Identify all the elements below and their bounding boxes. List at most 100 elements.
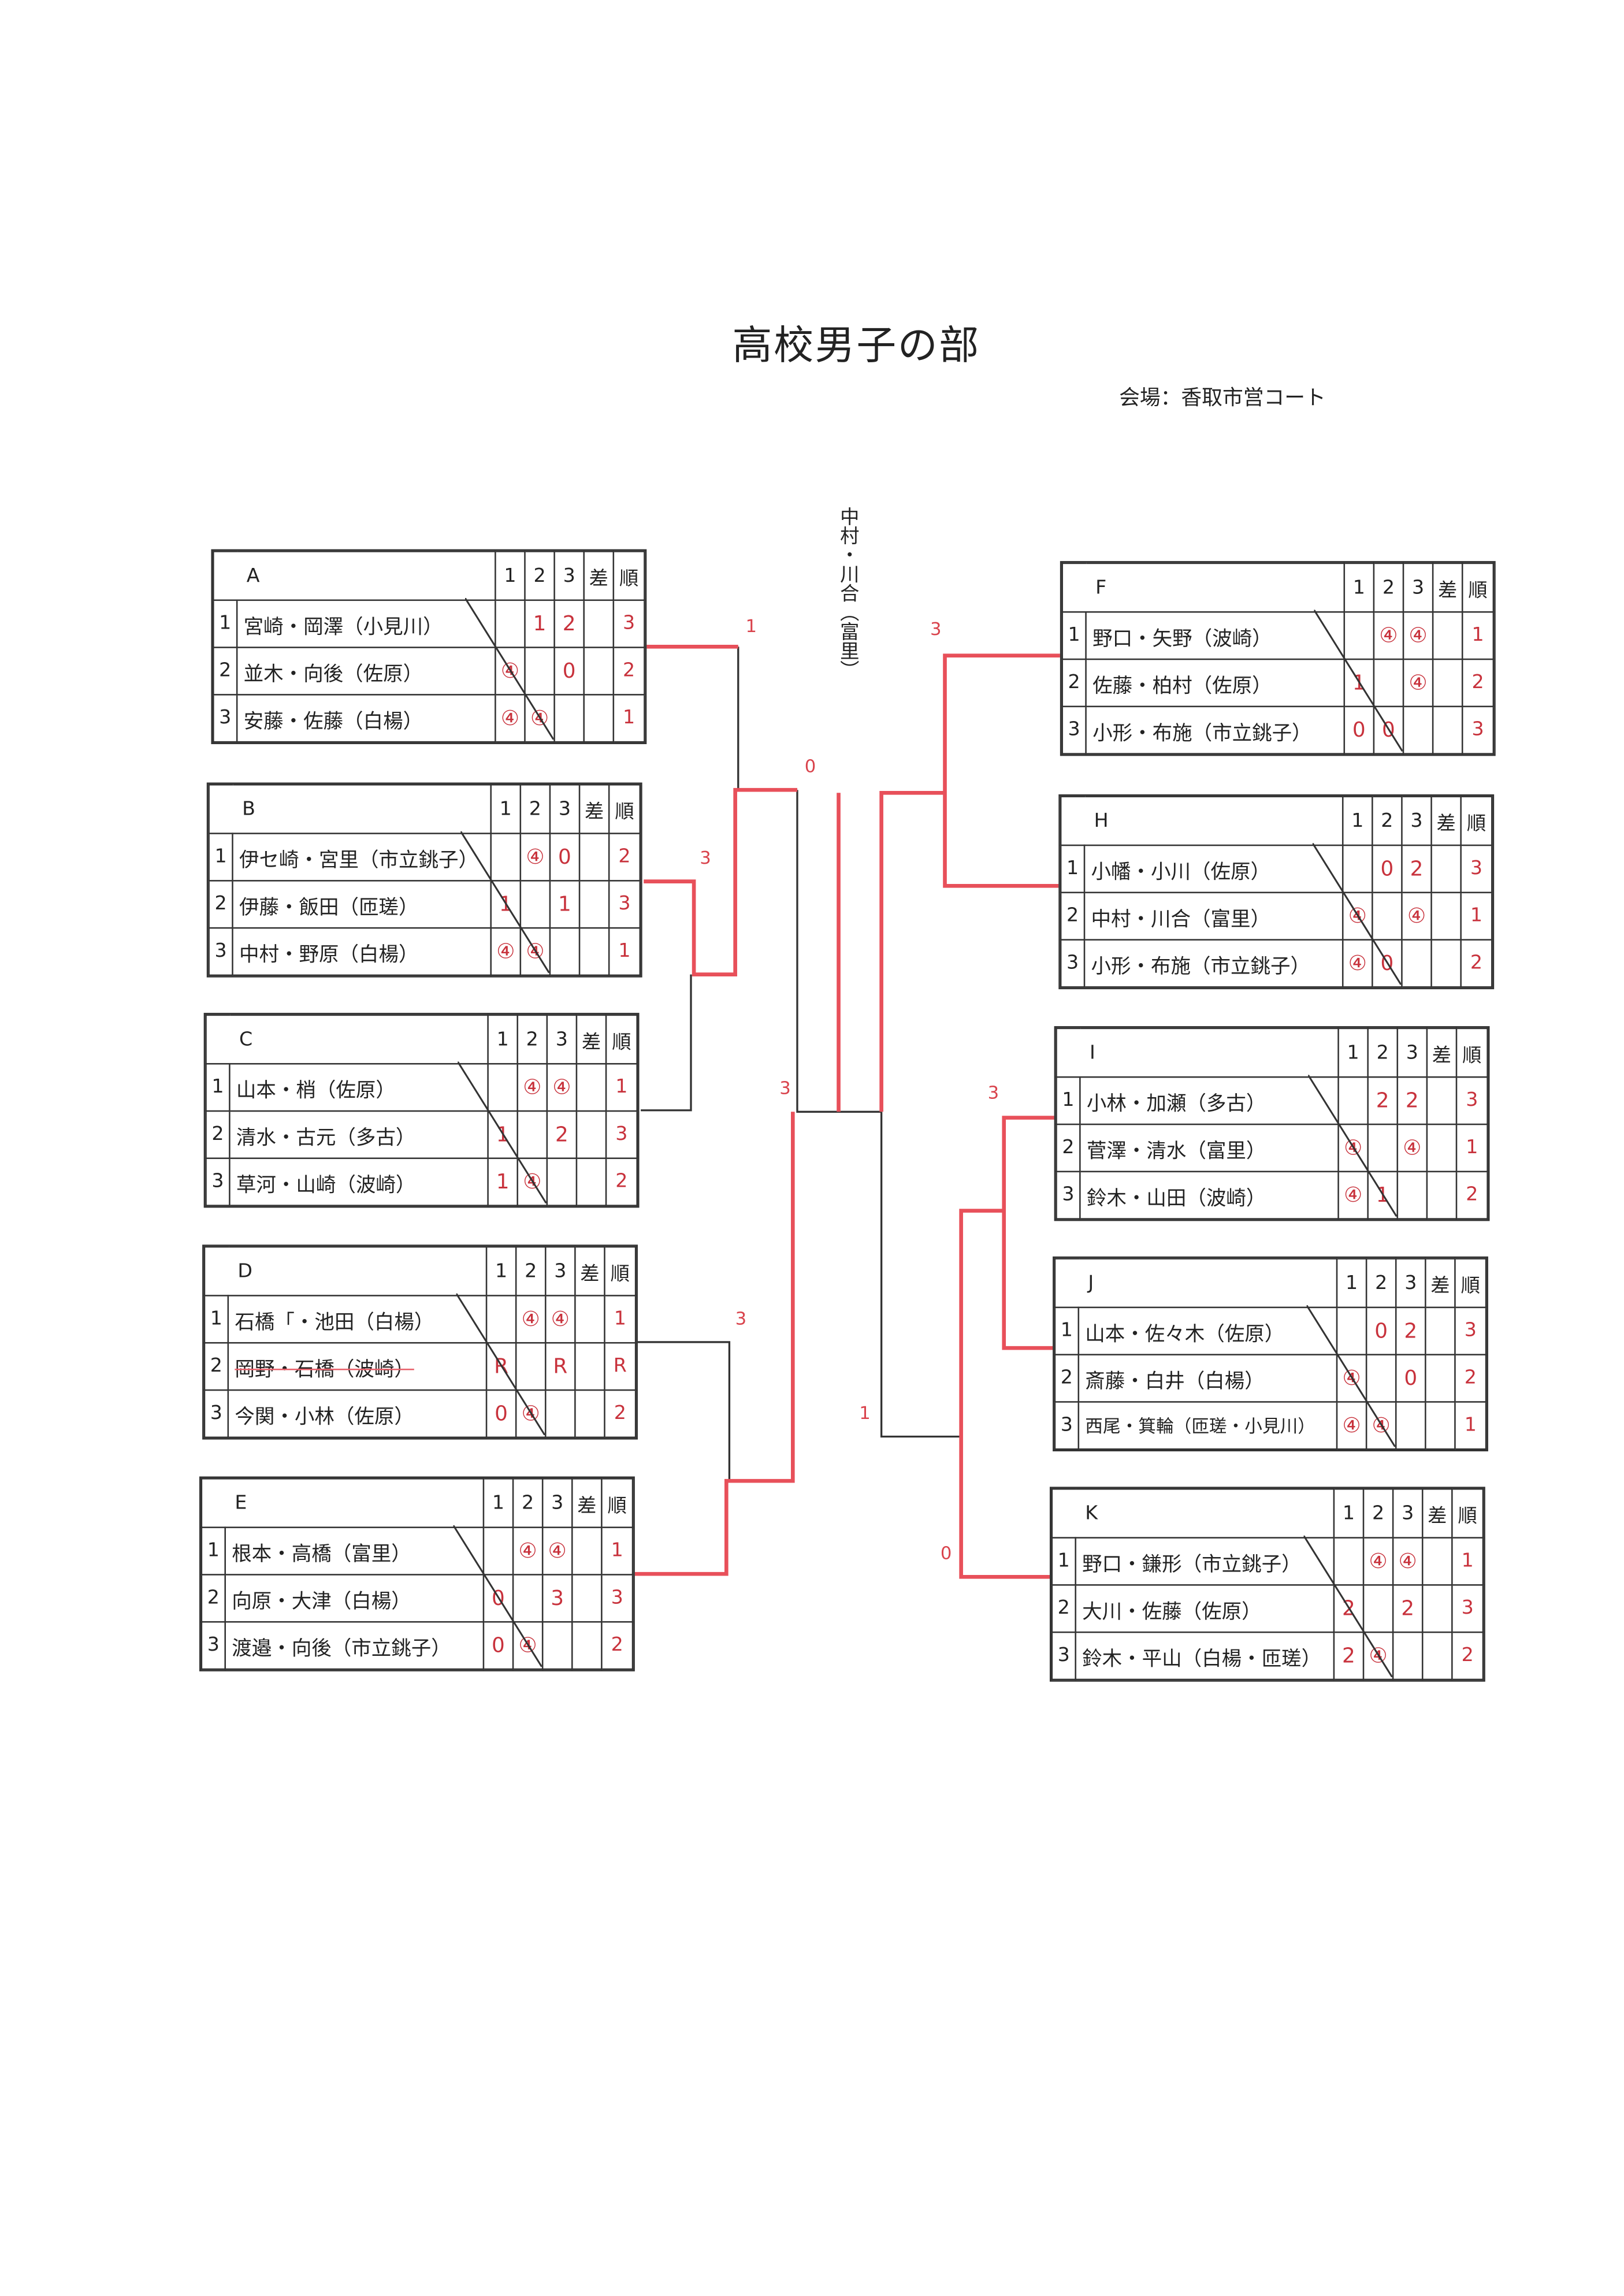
group-label: D	[203, 1246, 488, 1296]
match-score: 1	[487, 1157, 518, 1206]
team-number: 1	[200, 1526, 226, 1576]
column-header: 差	[578, 783, 610, 834]
match-score	[482, 1526, 514, 1576]
bracket-score: 3	[987, 1082, 999, 1103]
point-diff	[1421, 1631, 1453, 1681]
team-name: 小林・加瀬（多古）	[1086, 1091, 1266, 1116]
team-rank: 1	[1451, 1537, 1484, 1586]
column-header: 2	[1362, 1488, 1394, 1539]
column-header: 1	[1336, 1258, 1367, 1309]
column-header: 1	[1337, 1027, 1369, 1078]
team-rank: R	[604, 1342, 637, 1391]
match-score	[1336, 1306, 1367, 1355]
team-number: 2	[1061, 658, 1087, 708]
match-score: ④	[1365, 1401, 1397, 1450]
match-score: 0	[1373, 705, 1404, 755]
match-score	[519, 880, 551, 929]
match-score	[1396, 1171, 1428, 1220]
team-number: 2	[212, 647, 238, 696]
bracket-line	[641, 974, 692, 1112]
match-score: 2	[1367, 1076, 1399, 1125]
column-header: 順	[601, 1478, 634, 1528]
point-diff	[575, 1110, 607, 1160]
team-rank: 3	[605, 1110, 638, 1160]
team-rank: 1	[1460, 891, 1493, 941]
group-label: J	[1054, 1258, 1338, 1309]
team-name: 野口・鎌形（市立銚子）	[1082, 1552, 1302, 1576]
column-header: 順	[1460, 796, 1493, 846]
column-header: 差	[571, 1478, 603, 1528]
bracket-win-line	[943, 653, 1060, 888]
team-name: 今関・小林（佐原）	[235, 1405, 414, 1429]
bracket-win-line	[644, 787, 797, 976]
team-rank: 1	[1461, 611, 1495, 660]
point-diff	[575, 1062, 607, 1112]
bracket-line	[880, 1112, 961, 1438]
match-score	[512, 1574, 544, 1623]
page-title: 高校男子の部	[732, 323, 980, 369]
bracket-score: 3	[779, 1078, 791, 1099]
point-diff	[583, 694, 615, 743]
column-header: 2	[515, 1246, 547, 1296]
column-header: 1	[1343, 562, 1375, 613]
team-name: 山本・梢（佐原）	[236, 1078, 396, 1102]
match-score	[1402, 705, 1434, 755]
bracket-win-line	[634, 1112, 795, 1576]
point-diff	[1425, 1401, 1456, 1450]
team-name: 向原・大津（白楊）	[232, 1589, 411, 1613]
match-score: ④	[1401, 891, 1432, 941]
match-score	[1367, 1123, 1399, 1173]
team-number: 3	[1060, 939, 1086, 988]
match-score: ④	[515, 1295, 547, 1344]
match-score: R	[485, 1342, 517, 1391]
match-score	[495, 599, 526, 648]
column-header: 3	[549, 783, 581, 834]
point-diff	[1430, 891, 1462, 941]
match-score: 2	[1333, 1584, 1365, 1633]
team-name: 山本・佐々木（佐原）	[1085, 1322, 1285, 1346]
team-name: 野口・矢野（波崎）	[1092, 626, 1272, 651]
match-score: 1	[524, 599, 555, 648]
column-header: 3	[1396, 1027, 1428, 1078]
match-score: ④	[546, 1062, 578, 1112]
team-number: 1	[205, 1062, 231, 1112]
match-score: ④	[1373, 611, 1404, 660]
column-header: 3	[1401, 796, 1432, 846]
match-score: ④	[519, 833, 551, 882]
column-header: 3	[1395, 1258, 1426, 1309]
column-header: 2	[516, 1014, 548, 1065]
column-header: 3	[544, 1246, 576, 1296]
team-number: 1	[1054, 1306, 1080, 1355]
match-score	[549, 927, 581, 976]
team-name: 岡野・石橋（波崎）	[235, 1357, 414, 1381]
match-score: ④	[1402, 658, 1434, 708]
team-number: 2	[1054, 1354, 1080, 1403]
point-diff	[574, 1295, 605, 1344]
match-score	[1372, 891, 1403, 941]
team-number: 3	[1061, 705, 1087, 755]
point-diff	[1430, 939, 1462, 988]
column-header: 差	[1432, 562, 1463, 613]
match-score: 2	[1396, 1076, 1428, 1125]
match-score: ④	[495, 694, 526, 743]
match-score	[516, 1110, 548, 1160]
match-score	[485, 1295, 517, 1344]
match-score	[1333, 1537, 1365, 1586]
team-rank: 3	[1461, 705, 1495, 755]
team-number: 3	[212, 694, 238, 743]
team-number: 3	[203, 1389, 229, 1439]
match-score	[1337, 1076, 1369, 1125]
bracket-score: 1	[859, 1402, 871, 1424]
team-number: 1	[208, 833, 233, 882]
